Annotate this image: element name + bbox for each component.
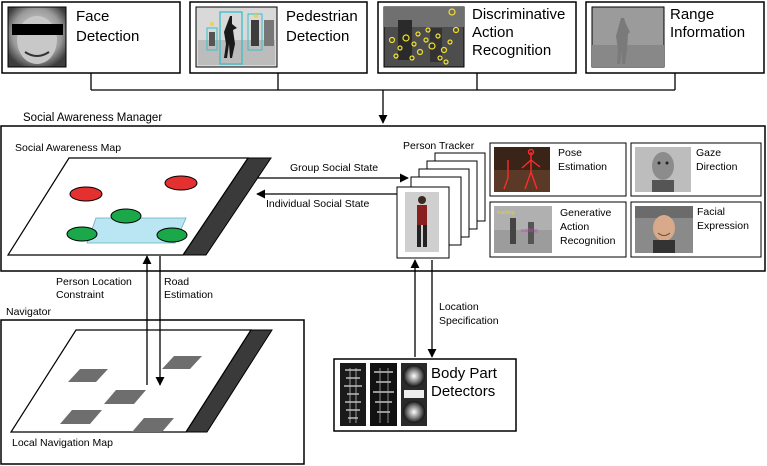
green-marker bbox=[156, 227, 188, 243]
obstacle-tile bbox=[162, 356, 202, 369]
gaze-direction-thumbnail bbox=[635, 147, 691, 192]
tracked-person-thumbnail bbox=[405, 192, 439, 252]
local-navigation-map bbox=[9, 329, 273, 433]
obstacle-tile bbox=[132, 418, 174, 432]
pedestrian-detection-thumbnail bbox=[195, 6, 278, 68]
generative-action-label-line2: Action bbox=[560, 221, 589, 233]
red-marker bbox=[164, 175, 198, 191]
obstacle-tile bbox=[68, 369, 108, 382]
social-awareness-map bbox=[6, 157, 272, 256]
person-location-label-line1: Person Location bbox=[56, 276, 132, 288]
pedestrian-detection-module: Pedestrian Detection bbox=[189, 1, 368, 74]
person-location-label-line2: Constraint bbox=[56, 289, 104, 301]
range-information-module: Range Information bbox=[585, 1, 765, 74]
person-tracker-title: Person Tracker bbox=[403, 140, 475, 152]
body-part-detectors-label-line2: Detectors bbox=[431, 383, 495, 400]
action-recognition-thumbnail bbox=[383, 6, 465, 68]
pedestrian-detection-label-line1: Pedestrian bbox=[286, 8, 358, 25]
obstacle-tile bbox=[104, 390, 146, 404]
individual-social-state-label: Individual Social State bbox=[266, 198, 369, 210]
obstacle-tile bbox=[60, 410, 102, 424]
road-estimation-label-line2: Estimation bbox=[164, 289, 213, 301]
red-marker bbox=[69, 186, 103, 202]
body-part-detectors-module: Body Part Detectors bbox=[333, 358, 517, 432]
location-specification-label-line1: Location bbox=[439, 301, 479, 313]
green-marker bbox=[110, 208, 142, 224]
pedestrian-detection-label-line2: Detection bbox=[286, 28, 349, 45]
body-part-detectors-label-line1: Body Part bbox=[431, 365, 498, 382]
generative-action-thumbnail: tracking walking bbox=[494, 206, 552, 253]
body-part-detector-thumbnails bbox=[340, 363, 427, 426]
action-recognition-label-line1: Discriminative bbox=[472, 6, 565, 23]
generative-action-label-line1: Generative bbox=[560, 207, 612, 219]
action-recognition-label-line2: Action bbox=[472, 24, 514, 41]
pose-estimation-thumbnail bbox=[494, 147, 550, 192]
range-information-label-line2: Information bbox=[670, 24, 745, 41]
road-estimation-label-line1: Road bbox=[164, 276, 189, 288]
pose-estimation-label-line2: Estimation bbox=[558, 161, 607, 173]
facial-expression-thumbnail bbox=[635, 206, 693, 253]
facial-expression-label-line2: Expression bbox=[697, 220, 749, 232]
gaze-direction-label-line1: Gaze bbox=[696, 147, 721, 159]
location-specification-label-line2: Specification bbox=[439, 315, 499, 327]
svg-text:walking: walking bbox=[521, 228, 538, 234]
local-navigation-map-title: Local Navigation Map bbox=[12, 437, 113, 449]
gaze-direction-label-line2: Direction bbox=[696, 161, 738, 173]
generative-action-recognition-module: tracking walking Generative Action Recog… bbox=[489, 201, 627, 258]
discriminative-action-recognition-module: Discriminative Action Recognition bbox=[377, 1, 577, 74]
gaze-direction-module: Gaze Direction bbox=[630, 142, 762, 197]
face-detection-thumbnail bbox=[7, 6, 67, 68]
face-detection-module: Face Detection bbox=[1, 1, 181, 74]
green-marker bbox=[66, 226, 98, 242]
navigator-title: Navigator bbox=[6, 306, 51, 318]
facial-expression-module: Facial Expression bbox=[630, 201, 762, 258]
pose-estimation-module: Pose Estimation bbox=[489, 142, 627, 197]
face-detection-label-line1: Face bbox=[76, 8, 109, 25]
face-detection-label-line2: Detection bbox=[76, 28, 139, 45]
group-social-state-label: Group Social State bbox=[290, 162, 378, 174]
person-tracker-stack bbox=[396, 152, 486, 259]
svg-text:tracking: tracking bbox=[497, 210, 515, 216]
sensor-connectors bbox=[90, 73, 676, 124]
pose-estimation-label-line1: Pose bbox=[558, 147, 582, 159]
facial-expression-label-line1: Facial bbox=[697, 206, 725, 218]
generative-action-label-line3: Recognition bbox=[560, 235, 616, 247]
range-information-thumbnail bbox=[591, 6, 665, 68]
social-awareness-manager-title: Social Awareness Manager bbox=[23, 112, 162, 124]
range-information-label-line1: Range bbox=[670, 6, 714, 23]
action-recognition-label-line3: Recognition bbox=[472, 42, 551, 59]
social-awareness-map-title: Social Awareness Map bbox=[15, 142, 121, 154]
